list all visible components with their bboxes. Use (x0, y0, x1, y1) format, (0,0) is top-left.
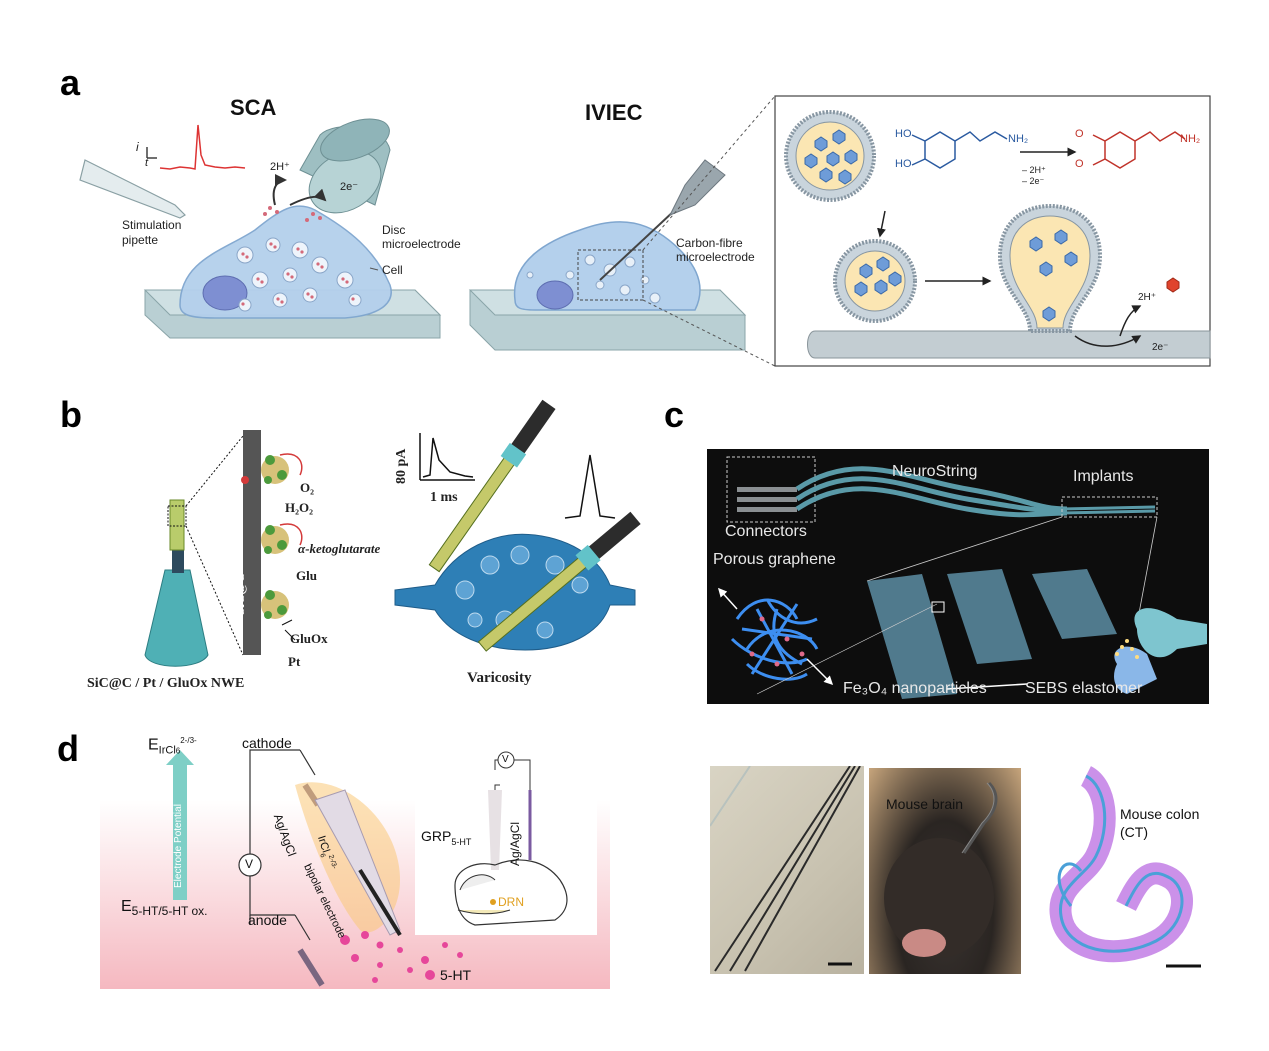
inset-e-minus: 2e⁻ (1152, 342, 1169, 353)
iviec-illustration (468, 159, 747, 351)
inset-minus-e: – 2e⁻ (1022, 176, 1045, 186)
iviec-title: IVIEC (585, 100, 643, 125)
inset-nh2-left: NH₂ (1008, 133, 1029, 145)
serotonin-dots (340, 931, 463, 983)
stimulation-pipette (79, 159, 186, 219)
e-ircl-sup: 2-/3- (180, 736, 197, 745)
disc-label-1: Disc (382, 223, 406, 237)
carbon-fibre-label-2: microelectrode (676, 250, 755, 264)
disc-microelectrode (299, 118, 391, 214)
grp-sub: 5-HT (451, 836, 472, 847)
stimulation-label-2: pipette (122, 233, 159, 247)
inset-o-2: O (1075, 158, 1084, 170)
gluox-clusters (261, 455, 289, 619)
anode-label: anode (248, 912, 287, 928)
mouse-colon-label-1: Mouse colon (1120, 806, 1200, 822)
grp-main: GRP (421, 828, 452, 844)
varicosity-electrode-2 (477, 511, 641, 652)
e-ircl-sub2: 6 (175, 746, 181, 756)
varicosity-label: Varicosity (467, 670, 532, 686)
sca-current-trace (159, 124, 246, 170)
e-5ht-main: E (121, 898, 132, 915)
varicosity-electrode-1 (428, 399, 556, 573)
inset-nh2-right: NH₂ (1180, 133, 1201, 145)
sca-h-plus: 2H⁺ (270, 161, 290, 173)
implants-label: Implants (1073, 468, 1134, 485)
voltmeter-label-2: V (502, 754, 509, 765)
grp-label: GRP5-HT (421, 828, 471, 847)
inset-h-plus: 2H⁺ (1138, 292, 1157, 303)
h2o2-label: H₂O₂ (285, 500, 314, 515)
voltmeter-label: V (245, 857, 254, 871)
bipolar-illustration (166, 749, 597, 987)
nwe-illustration (144, 430, 303, 667)
e-ircl-label: EIrCl62-/3- (148, 736, 197, 757)
inset-o-1: O (1075, 128, 1084, 140)
inset-ho-2: HO (895, 158, 912, 170)
agagcl-label-2: Ag/AgCl (508, 821, 522, 866)
cell-label: Cell (382, 263, 403, 277)
e-5ht-sub: 5-HT/5-HT ox. (131, 904, 208, 919)
quinone-structure (1092, 131, 1186, 169)
exocytosis-inset (774, 95, 1211, 367)
photo-mouse-colon (1026, 766, 1210, 976)
e-5ht-label: E5-HT/5-HT ox. (121, 898, 207, 918)
varicosity-illustration (394, 399, 641, 652)
stimulation-label-1: Stimulation (122, 218, 182, 232)
gluox-label: GluOx (290, 631, 328, 646)
axis-i-label: i (136, 140, 139, 154)
inset-minus-h: – 2H⁺ (1022, 165, 1046, 175)
carbon-fibre-label-1: Carbon-fibre (676, 236, 743, 250)
mouse-brain-label: Mouse brain (886, 796, 964, 812)
photo-fibers (710, 766, 864, 974)
ribbons (867, 569, 1117, 699)
dopamine-structure (911, 131, 1008, 169)
cathode-label: cathode (242, 735, 292, 751)
mouse-colon-label-2: (CT) (1120, 824, 1148, 840)
nwe-current-trace (419, 433, 616, 519)
sca-title: SCA (230, 95, 277, 120)
sic-bar (243, 430, 261, 655)
o2-label: O₂ (300, 480, 315, 495)
ircl-sub: 6 (318, 852, 327, 859)
nwe-label: SiC@C / Pt / GluOx NWE (87, 676, 245, 691)
panel-b-letter: b (60, 394, 82, 435)
inset-vesicle-fusing (997, 203, 1103, 333)
neurostring-illustration (717, 456, 1207, 699)
five-ht-label: 5-HT (440, 967, 472, 983)
potential-arrow (166, 750, 194, 900)
synapse (1114, 608, 1207, 694)
sca-illustration (79, 118, 442, 339)
pt-label: Pt (288, 654, 301, 669)
sca-e-minus: 2e⁻ (340, 181, 359, 193)
nwe-cone (144, 569, 209, 667)
e-ircl-main: E (148, 736, 159, 754)
panel-a-letter: a (60, 62, 81, 103)
inset-vesicle-mid (833, 239, 917, 323)
neurostring-label: NeuroString (892, 463, 978, 480)
photo-mouse-brain (869, 768, 1021, 974)
drn-label: DRN (498, 895, 524, 909)
e-ircl-sub: IrCl (158, 744, 176, 757)
porous-graphene-label: Porous graphene (713, 551, 836, 568)
inset-vesicle-top (784, 110, 876, 202)
porous-graphene (730, 598, 819, 681)
sebs-label: SEBS elastomer (1025, 680, 1143, 697)
disc-label-2: microelectrode (382, 237, 461, 251)
panel-d-letter: d (57, 728, 79, 769)
iviec-dashed-box (577, 249, 644, 301)
a-keto-label: α-ketoglutarate (298, 541, 381, 556)
glu-label: Glu (296, 568, 317, 583)
fe3o4-label: Fe₃O₄ nanoparticles (843, 680, 987, 697)
axis-t-label: t (145, 157, 149, 169)
scale-x-label: 1 ms (430, 490, 458, 505)
sic-label: SiC@C (232, 573, 247, 615)
connectors-label: Connectors (725, 523, 807, 540)
panel-c-letter: c (664, 394, 685, 435)
electrode-potential-label: Electrode Potential (173, 804, 184, 888)
inset-ho-1: HO (895, 128, 912, 140)
